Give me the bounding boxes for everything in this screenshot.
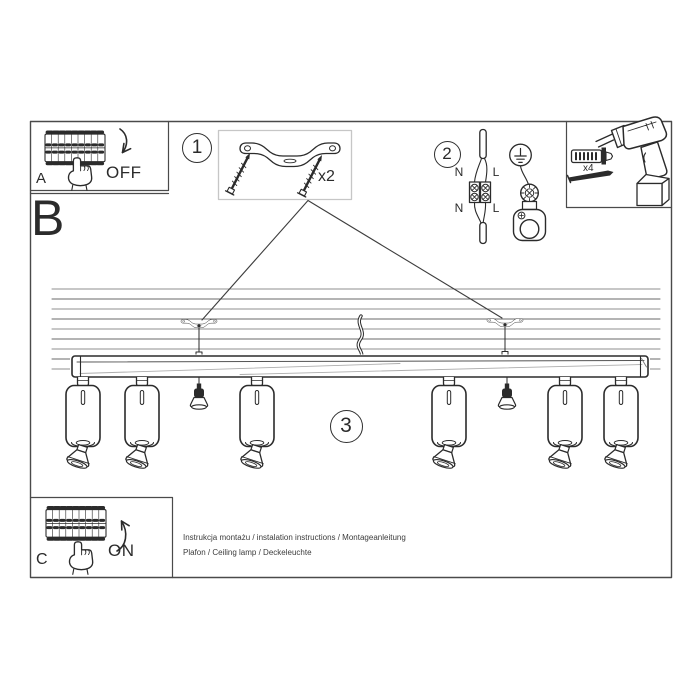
wire-label-n-top: N (454, 165, 464, 179)
footer-line-1: Instrukcja montażu / instalation instruc… (183, 533, 406, 542)
panel-a-label: A (36, 170, 47, 187)
ceiling-rail (70, 354, 650, 379)
wire-label-l-bottom: L (492, 200, 500, 215)
step-3-number: 3 (329, 409, 363, 443)
ceiling-bracket-icon (180, 319, 218, 357)
anchor-quantity: x4 (583, 163, 594, 174)
step-1-quantity: x2 (318, 168, 335, 185)
step-1-number: 1 (182, 133, 212, 163)
ceiling-bracket-icon (486, 318, 524, 356)
section-b-label: B (31, 190, 65, 246)
switch-on-label: ON (108, 541, 135, 560)
arrow-up-icon (116, 520, 130, 552)
spotlight (238, 376, 275, 472)
outer-frame (29, 120, 673, 579)
pointing-hand-icon (68, 541, 94, 575)
spotlight (430, 376, 467, 472)
arrow-down-icon (119, 128, 132, 154)
gu10-bulb-icon (189, 376, 209, 410)
footer-line-2: Plafon / Ceiling lamp / Deckeleuchte (183, 548, 312, 557)
breaker-panel-icon (44, 505, 108, 541)
wire-label-n-bottom: N (454, 200, 464, 215)
power-cable-icon (356, 314, 364, 362)
switch-off-label: OFF (106, 163, 142, 182)
ground-symbol-icon (509, 143, 532, 167)
spotlight (602, 376, 639, 472)
drill-icon (595, 116, 670, 207)
panel-c-label: C (36, 551, 48, 568)
spotlight (546, 376, 583, 472)
ceiling-hatch (51, 288, 661, 370)
ground-clamp-icon (512, 165, 547, 242)
gu10-bulb-icon (497, 376, 517, 410)
spotlight (64, 376, 101, 472)
step-2-number: 2 (433, 140, 461, 168)
pointer-lines (201, 199, 503, 321)
wire-label-l-top: L (492, 165, 500, 179)
wall-anchor-icon (570, 147, 614, 165)
wire-terminal-icon (468, 128, 492, 245)
spotlight (123, 376, 160, 472)
mounting-screw-icon (566, 170, 614, 184)
